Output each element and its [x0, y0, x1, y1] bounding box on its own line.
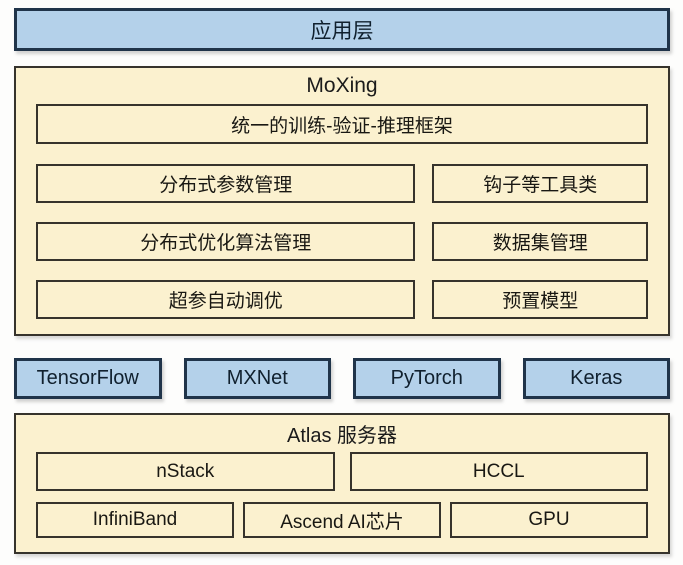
mxnet-box: MXNet [183, 358, 331, 399]
nstack-label: nStack [156, 460, 215, 482]
keras-box: Keras [522, 358, 670, 399]
distributed-parameter-mgmt-label: 分布式参数管理 [159, 175, 293, 196]
tensorflow-label: TensorFlow [36, 367, 139, 389]
hooks-tools-label: 钩子等工具类 [483, 175, 598, 196]
ascend-ai-chip-label: Ascend AI芯片 [280, 511, 404, 533]
atlas-server-panel: Atlas 服务器 nStack HCCL InfiniBand Ascend … [14, 413, 670, 554]
gpu-label: GPU [528, 509, 570, 530]
moxing-row-1: 分布式参数管理 钩子等工具类 [36, 164, 648, 203]
preset-models-box: 预置模型 [432, 280, 648, 319]
unified-framework-label: 统一的训练-验证-推理框架 [231, 115, 453, 137]
dataset-mgmt-label: 数据集管理 [492, 233, 588, 254]
moxing-row-2: 分布式优化算法管理 数据集管理 [36, 222, 648, 261]
moxing-title: MoXing [306, 74, 378, 97]
keras-label: Keras [570, 367, 623, 389]
mxnet-label: MXNet [226, 367, 288, 389]
hooks-tools-box: 钩子等工具类 [432, 164, 648, 203]
ascend-ai-chip-box: Ascend AI芯片 [243, 502, 441, 538]
hyperparam-autotune-box: 超参自动调优 [36, 280, 416, 319]
atlas-server-title: Atlas 服务器 [286, 425, 398, 447]
hccl-label: HCCL [472, 460, 525, 482]
distributed-parameter-mgmt-box: 分布式参数管理 [36, 164, 416, 203]
pytorch-label: PyTorch [390, 367, 463, 389]
atlas-row-1: nStack HCCL [36, 452, 648, 491]
tensorflow-box: TensorFlow [14, 358, 162, 399]
atlas-row-2: InfiniBand Ascend AI芯片 GPU [36, 502, 648, 538]
infiniband-box: InfiniBand [36, 502, 234, 538]
dataset-mgmt-box: 数据集管理 [432, 222, 648, 261]
infiniband-label: InfiniBand [92, 509, 178, 530]
gpu-box: GPU [450, 502, 648, 538]
framework-layer-row: TensorFlow MXNet PyTorch Keras [14, 358, 670, 399]
distributed-optimizer-mgmt-box: 分布式优化算法管理 [36, 222, 416, 261]
app-layer-label: 应用层 [310, 19, 374, 43]
pytorch-box: PyTorch [353, 358, 501, 399]
distributed-optimizer-mgmt-label: 分布式优化算法管理 [140, 233, 312, 254]
nstack-box: nStack [36, 452, 335, 491]
preset-models-label: 预置模型 [502, 291, 579, 312]
hccl-box: HCCL [349, 452, 648, 491]
unified-framework-box: 统一的训练-验证-推理框架 [36, 104, 648, 144]
moxing-panel: MoXing 统一的训练-验证-推理框架 分布式参数管理 钩子等工具类 分布式优… [14, 66, 670, 336]
app-layer-box: 应用层 [14, 8, 670, 51]
hyperparam-autotune-label: 超参自动调优 [168, 291, 283, 312]
moxing-row-3: 超参自动调优 预置模型 [36, 280, 648, 319]
